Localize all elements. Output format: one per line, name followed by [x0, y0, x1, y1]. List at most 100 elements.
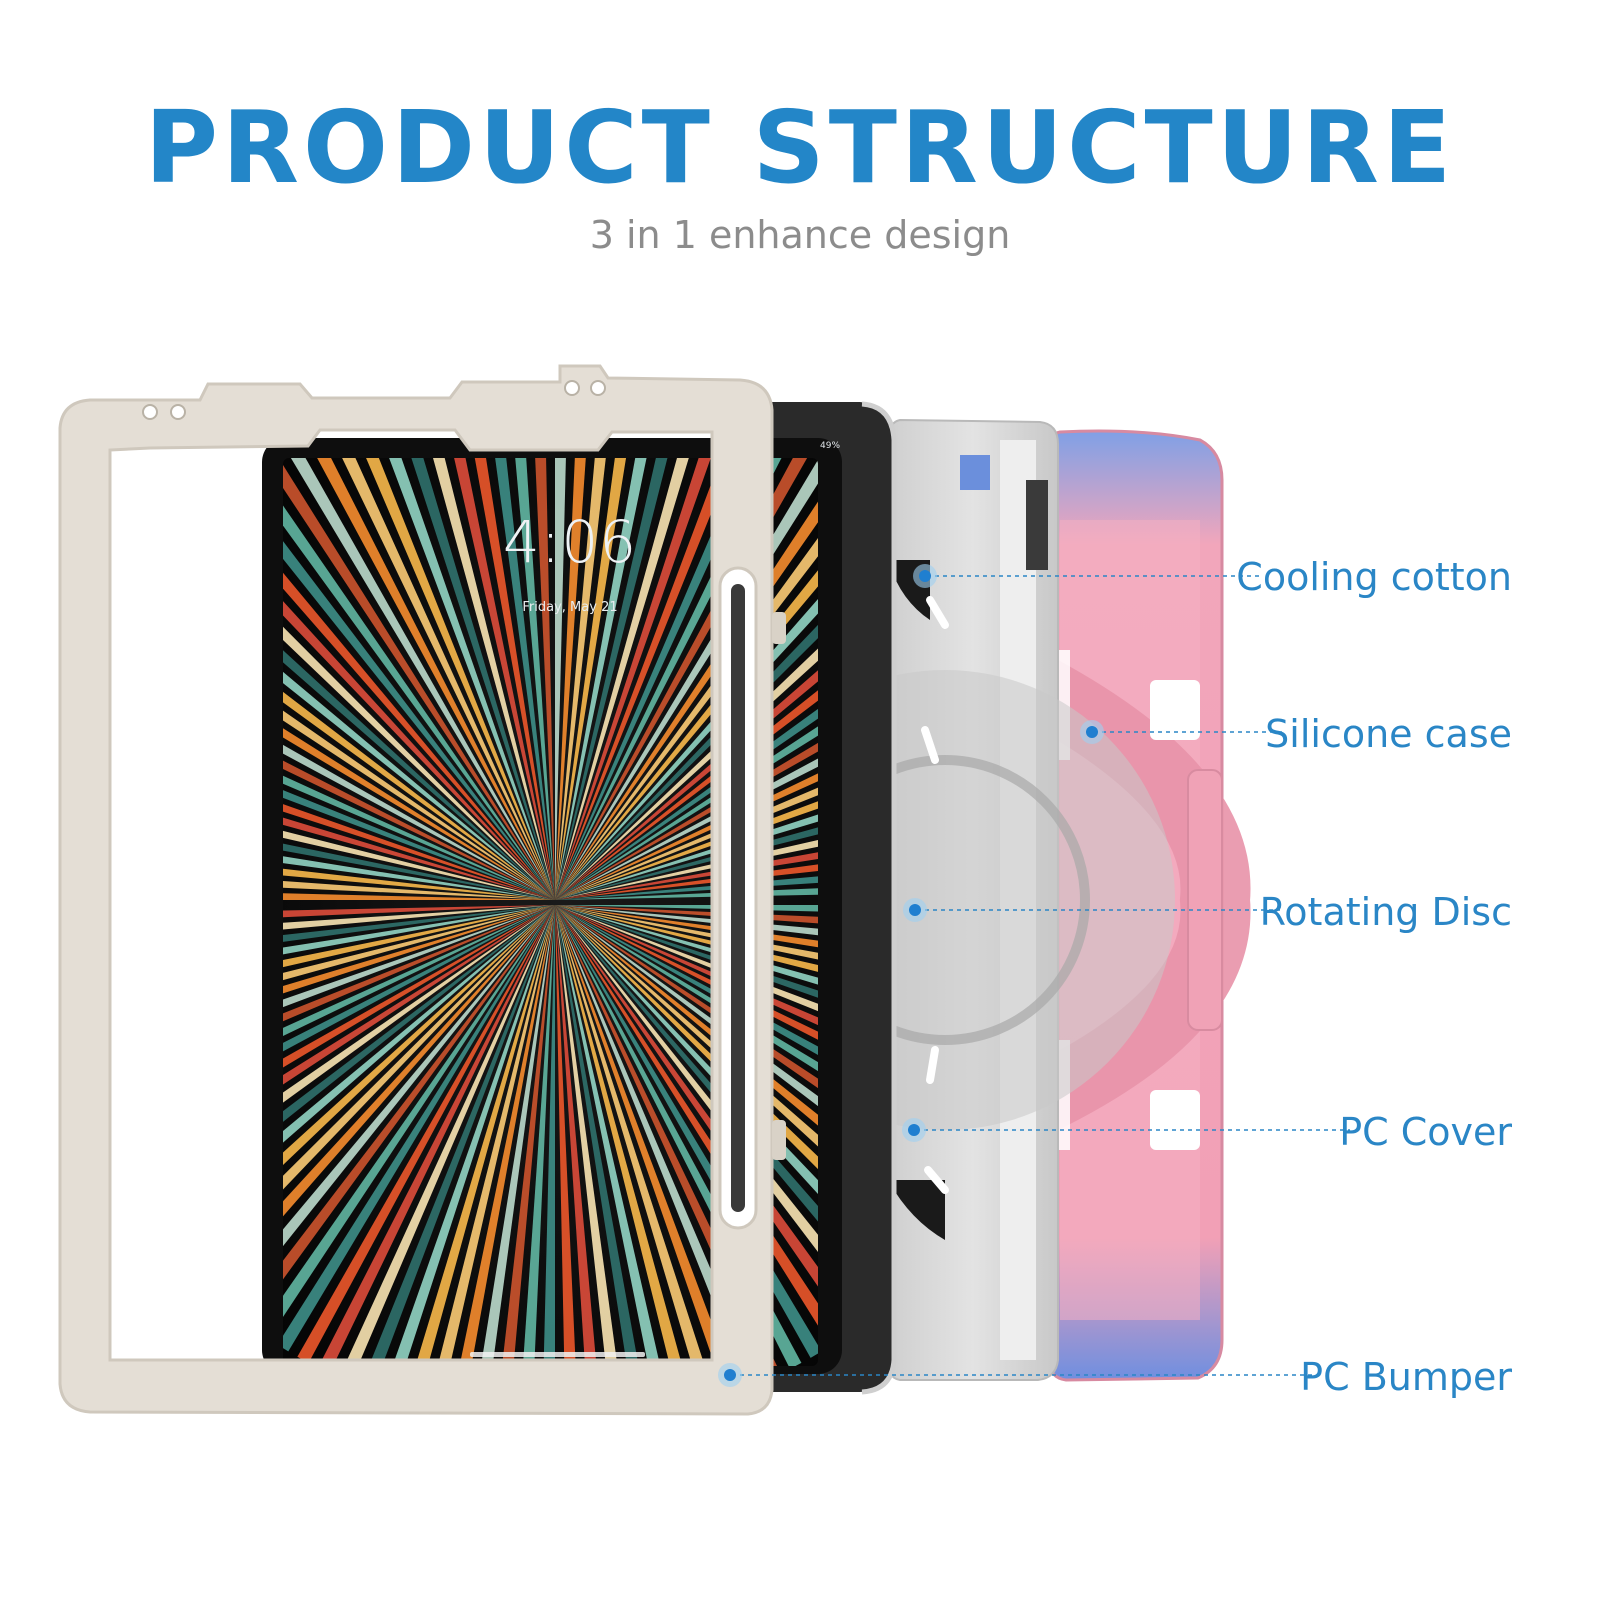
wallpaper-ray: [555, 905, 648, 1366]
wallpaper-ray: [518, 905, 555, 1366]
wallpaper-ray: [283, 905, 555, 1281]
wallpaper-ray: [283, 905, 555, 929]
pc-bumper: [58, 364, 786, 1416]
wallpaper-ray: [283, 905, 555, 952]
wallpaper-ray: [317, 905, 555, 1366]
wallpaper-ray: [542, 905, 555, 1366]
wallpaper-ray: [508, 458, 555, 900]
wallpaper-ray: [555, 905, 818, 1143]
wallpaper-ray: [283, 905, 555, 1021]
wallpaper-ray: [555, 807, 818, 900]
wallpaper-ray: [283, 548, 555, 900]
wallpaper-ray: [555, 853, 818, 900]
label-pc-bumper: PC Bumper: [1300, 1355, 1512, 1399]
wallpaper-ray: [555, 458, 706, 900]
wallpaper-ray: [555, 458, 750, 900]
wallpaper-ray: [283, 727, 555, 900]
wallpaper-ray: [283, 905, 555, 1248]
wallpaper-ray: [283, 905, 555, 1131]
wallpaper-ray: [555, 905, 716, 1366]
wallpaper-ray: [283, 602, 555, 900]
lockscreen-date: Friday, May 21: [522, 600, 618, 615]
wallpaper-ray: [555, 458, 568, 900]
wallpaper-ray: [449, 905, 555, 1366]
wallpaper-ray: [555, 905, 818, 1183]
wallpaper-ray: [555, 905, 818, 918]
wallpaper-ray: [555, 905, 602, 1366]
wallpaper-ray: [382, 905, 555, 1366]
wallpaper-ray: [462, 458, 555, 900]
wallpaper-ray: [283, 905, 555, 1088]
wallpaper-ray: [555, 458, 684, 900]
wallpaper-ray: [283, 683, 555, 900]
wallpaper-ray: [329, 458, 555, 900]
wallpaper-ray: [495, 905, 555, 1366]
wallpaper-ray: [555, 458, 615, 900]
wallpaper-ray: [555, 905, 818, 1334]
wallpaper-ray: [283, 905, 555, 1297]
wallpaper-ray: [555, 674, 818, 900]
wallpaper-ray: [283, 662, 555, 900]
wallpaper-ray: [283, 485, 555, 900]
wallpaper-ray: [297, 905, 555, 1363]
wallpaper-ray: [404, 905, 555, 1366]
wallpaper-ray: [555, 905, 818, 942]
lockscreen-clock: 4:06: [502, 508, 638, 576]
wallpaper-ray: [555, 466, 818, 900]
wallpaper-ray: [555, 458, 728, 900]
wallpaper-ray: [283, 905, 555, 1110]
wallpaper-ray: [555, 633, 818, 900]
label-pc-cover: PC Cover: [1339, 1110, 1512, 1154]
wallpaper-ray: [555, 905, 818, 1056]
wallpaper-ray: [485, 458, 555, 900]
wallpaper-ray: [283, 887, 555, 900]
wallpaper-ray: [283, 905, 555, 1339]
wallpaper-ray: [555, 458, 638, 900]
wallpaper-ray: [555, 458, 592, 900]
wallpaper-ray: [308, 458, 555, 900]
wallpaper-ray: [555, 905, 818, 1100]
wallpaper-ray: [283, 622, 555, 900]
wallpaper-ray: [283, 905, 555, 975]
wallpaper-ray: [555, 784, 818, 900]
wallpaper-ray: [555, 905, 818, 1034]
wallpaper-ray: [439, 458, 555, 900]
wallpaper-ray: [472, 905, 555, 1366]
wallpaper-ray: [283, 584, 555, 900]
wallpaper-ray: [338, 905, 555, 1366]
wallpaper-ray: [555, 905, 818, 1163]
wallpaper-ray: [283, 642, 555, 900]
silicone-case: [1020, 429, 1251, 1382]
wallpaper-ray: [555, 905, 818, 1078]
wallpaper-ray: [555, 717, 818, 900]
wallpaper-ray: [283, 905, 555, 1352]
wallpaper-ray: [555, 905, 818, 1122]
wallpaper-ray: [394, 458, 555, 900]
wallpaper-ray: [283, 840, 555, 900]
wallpaper-ray: [426, 905, 555, 1366]
wallpaper-ray: [555, 905, 760, 1366]
wallpaper-ray: [283, 905, 555, 1265]
label-rotating-disc: Rotating Disc: [1259, 890, 1512, 934]
wallpaper-ray: [283, 905, 555, 1044]
wallpaper-ray: [555, 739, 818, 900]
callout-lines: [718, 564, 1350, 1387]
wallpaper-ray: [416, 458, 555, 900]
wallpaper-ray: [283, 905, 555, 1152]
wallpaper-ray: [555, 613, 818, 900]
wallpaper-ray: [555, 761, 818, 900]
wallpaper-ray: [283, 905, 555, 1230]
wallpaper-ray: [555, 905, 671, 1366]
wallpaper-ray: [360, 905, 555, 1366]
wallpaper-ray: [283, 705, 555, 900]
wallpaper-ray: [283, 565, 555, 900]
wallpaper-ray: [283, 905, 555, 1192]
wallpaper-ray: [350, 458, 555, 900]
wallpaper-ray: [555, 830, 818, 900]
page-title: PRODUCT STRUCTURE: [144, 89, 1456, 206]
wallpaper-ray: [555, 905, 818, 988]
wallpaper-ray: [555, 695, 818, 900]
wallpaper-ray: [283, 905, 555, 1211]
wallpaper-ray: [283, 531, 555, 900]
